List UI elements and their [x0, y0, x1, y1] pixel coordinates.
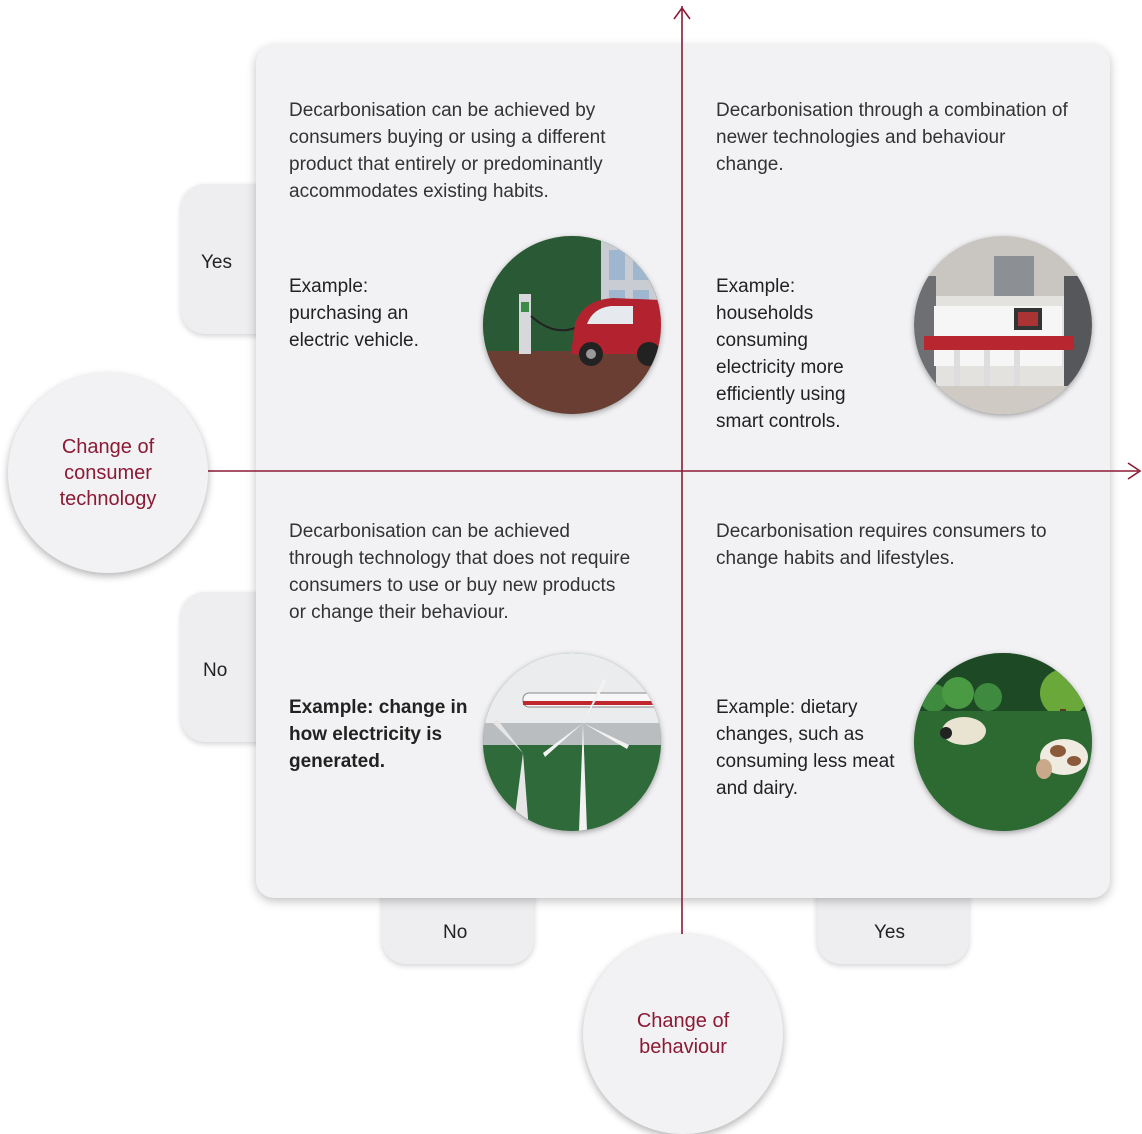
horizontal-axis-title: Change of behaviour	[636, 1010, 730, 1058]
quadrant-bottom-left-description: Decarbonisation can be achieved through …	[289, 521, 631, 623]
wind-turbine-train-icon	[483, 653, 661, 831]
quadrant-bottom-right-description: Decarbonisation requires consumers to ch…	[716, 521, 1047, 569]
vertical-axis-title-circle: Change of consumer technology	[8, 373, 208, 573]
row-label-yes: Yes	[201, 252, 232, 273]
horizontal-axis-title-circle: Change of behaviour	[583, 934, 783, 1134]
column-label-no: No	[443, 922, 468, 943]
farm-animals-icon	[914, 653, 1092, 831]
quadrant-top-right-example: Example: households consuming electricit…	[716, 276, 846, 432]
row-label-no: No	[203, 660, 228, 681]
vertical-axis-title: Change of consumer technology	[59, 436, 157, 510]
vertical-axis-arrowhead	[673, 6, 691, 20]
quadrant-top-left-description: Decarbonisation can be achieved by consu…	[289, 100, 606, 202]
smart-kitchen-icon	[914, 236, 1092, 414]
quadrant-top-left-example: Example: purchasing an electric vehicle.	[289, 276, 419, 351]
electric-car-charging-icon	[483, 236, 661, 414]
quadrant-bottom-left-example: Example: change in how electricity is ge…	[289, 697, 468, 772]
quadrant-bottom-right-example: Example: dietary changes, such as consum…	[716, 697, 895, 799]
horizontal-axis-arrowhead	[1127, 462, 1142, 480]
quadrant-top-right-description: Decarbonisation through a combination of…	[716, 100, 1068, 175]
column-label-yes: Yes	[874, 922, 905, 943]
